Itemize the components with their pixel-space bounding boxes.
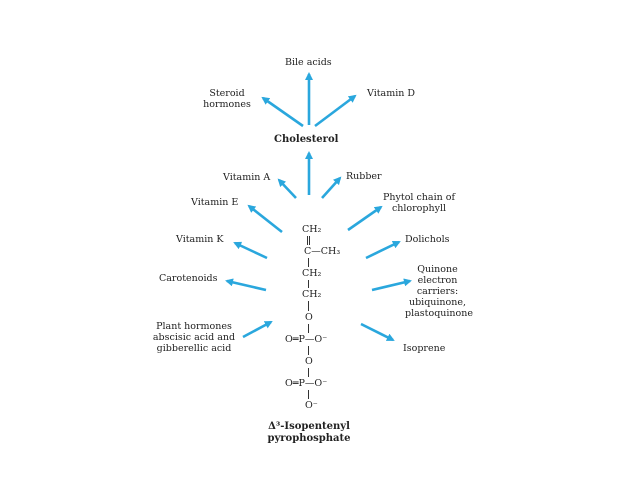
mol-bond-7 xyxy=(308,390,309,399)
arrow-to-vitamin-d xyxy=(314,94,357,128)
mol-bond-4 xyxy=(308,324,309,333)
arrow-to-plant-hormones xyxy=(242,320,273,339)
mol-ch2-a: CH₂ xyxy=(302,268,322,279)
arrow-to-steroid-hormones xyxy=(261,96,304,128)
arrow-to-phytol xyxy=(347,205,383,232)
arrow-to-dolichols xyxy=(365,240,401,260)
label-rubber: Rubber xyxy=(346,171,382,182)
label-vitamin-e: Vitamin E xyxy=(191,197,239,208)
mol-o1: O xyxy=(305,312,313,323)
label-cholesterol: Cholesterol xyxy=(274,134,339,145)
mol-ch2-b: CH₂ xyxy=(302,289,322,300)
arrow-to-rubber xyxy=(321,176,342,199)
arrow-to-vitamin-k xyxy=(233,241,268,260)
mol-double-bond xyxy=(307,236,310,245)
label-phytol: Phytol chain of chlorophyll xyxy=(383,192,455,214)
label-carotenoids: Carotenoids xyxy=(159,273,218,284)
label-plant-hormones: Plant hormones abscisic acid and gibbere… xyxy=(152,321,236,354)
mol-bond-1 xyxy=(308,258,309,267)
label-vitamin-k: Vitamin K xyxy=(176,234,224,245)
arrow-to-vitamin-e xyxy=(247,204,283,234)
label-vitamin-a: Vitamin A xyxy=(223,172,271,183)
mol-ch2-top: CH₂ xyxy=(302,224,322,235)
mol-c-ch3: C—CH₃ xyxy=(304,246,341,257)
mol-bond-3 xyxy=(308,301,309,311)
label-vitamin-d: Vitamin D xyxy=(367,88,416,99)
mol-bond-5 xyxy=(308,346,309,355)
mol-bond-2 xyxy=(308,280,309,288)
label-dolichols: Dolichols xyxy=(405,234,450,245)
label-isoprene: Isoprene xyxy=(403,343,446,354)
label-bile-acids: Bile acids xyxy=(285,57,332,68)
mol-o-minus: O⁻ xyxy=(305,400,318,411)
mol-p2: O═P—O⁻ xyxy=(285,378,328,389)
mol-o2: O xyxy=(305,356,313,367)
arrow-to-vitamin-a xyxy=(277,178,297,199)
label-ipp-name: Δ³-Isopentenyl pyrophosphate xyxy=(267,421,351,444)
arrow-to-carotenoids xyxy=(225,278,267,292)
label-quinone: Quinone electron carriers: ubiquinone, p… xyxy=(405,264,474,319)
mol-bond-6 xyxy=(308,368,309,377)
label-steroid-hormones: Steroid hormones xyxy=(203,88,251,110)
mol-p1: O═P—O⁻ xyxy=(285,334,328,345)
arrow-to-quinone xyxy=(371,278,412,292)
arrow-to-isoprene xyxy=(360,322,395,342)
